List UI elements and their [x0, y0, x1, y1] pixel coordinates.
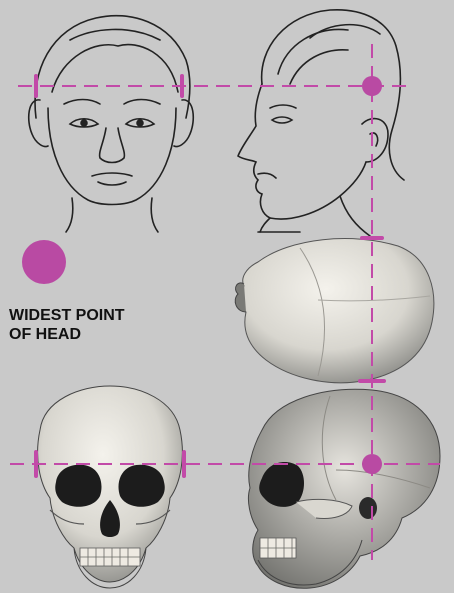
- front-face-drawing: [29, 16, 194, 232]
- legend-marker-dot: [22, 240, 66, 284]
- skull-top-view: [235, 239, 434, 383]
- skull-front-view: [38, 386, 183, 588]
- legend-label: WIDEST POINT OF HEAD: [9, 306, 125, 344]
- skull-side-view: [248, 389, 440, 588]
- profile-face-drawing: [238, 10, 404, 236]
- skull-side-widest-point-marker: [362, 454, 382, 474]
- profile-widest-point-marker: [362, 76, 382, 96]
- legend-label-line-1: WIDEST POINT: [9, 306, 125, 325]
- legend-label-line-2: OF HEAD: [9, 325, 125, 344]
